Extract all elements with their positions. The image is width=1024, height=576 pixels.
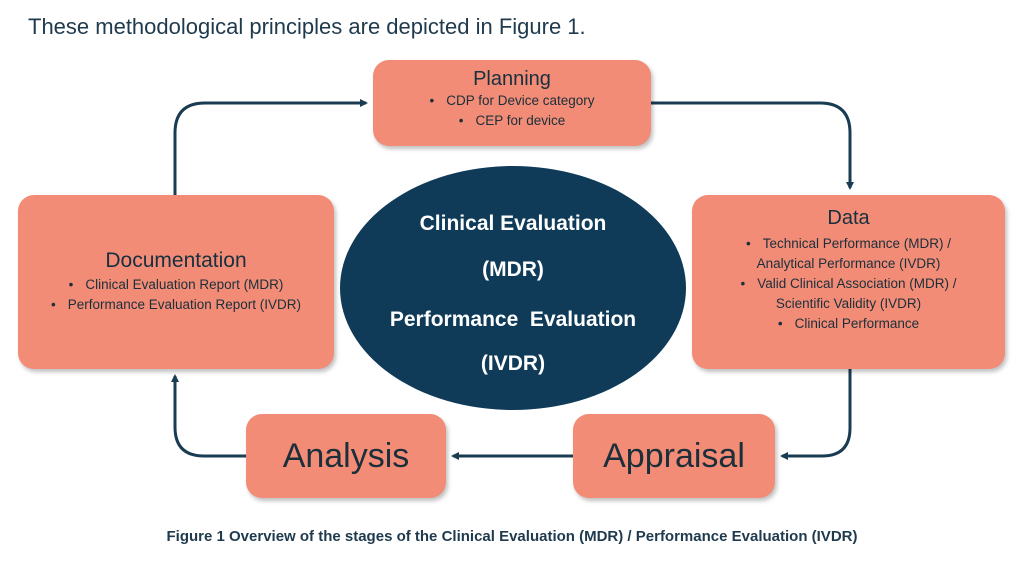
data-item: Valid Clinical Association (MDR) / xyxy=(692,274,1005,294)
center-line-ivdr: (IVDR) xyxy=(480,352,546,375)
data-title: Data xyxy=(827,207,870,229)
documentation-box: Documentation Clinical Evaluation Report… xyxy=(18,195,334,369)
data-item: Clinical Performance xyxy=(692,314,1005,334)
arrow-documentation-to-planning xyxy=(173,99,368,195)
documentation-title: Documentation xyxy=(105,249,247,272)
data-box: Data Technical Performance (MDR) / Analy… xyxy=(692,195,1005,369)
center-line-mdr: (MDR) xyxy=(482,258,544,281)
arrow-planning-to-data xyxy=(651,101,854,190)
planning-item: CEP for device xyxy=(373,111,651,131)
analysis-title: Analysis xyxy=(282,437,410,475)
planning-title: Planning xyxy=(473,68,551,90)
documentation-item: Clinical Evaluation Report (MDR) xyxy=(18,275,334,295)
intro-text: These methodological principles are depi… xyxy=(28,14,586,39)
planning-list: CDP for Device category CEP for device xyxy=(373,91,651,131)
center-line-clinical-evaluation: Clinical Evaluation xyxy=(419,212,607,235)
appraisal-title: Appraisal xyxy=(603,437,745,475)
data-list: Technical Performance (MDR) / Analytical… xyxy=(692,234,1005,334)
data-item-continued: Scientific Validity (IVDR) xyxy=(775,296,922,311)
arrow-data-to-appraisal xyxy=(780,369,852,460)
data-item-continued: Analytical Performance (IVDR) xyxy=(756,256,941,271)
documentation-list: Clinical Evaluation Report (MDR) Perform… xyxy=(18,275,334,315)
analysis-box: Analysis xyxy=(246,414,446,498)
arrow-analysis-to-documentation xyxy=(171,374,246,458)
figure-caption: Figure 1 Overview of the stages of the C… xyxy=(166,528,858,545)
planning-box: Planning CDP for Device category CEP for… xyxy=(373,60,651,146)
planning-item: CDP for Device category xyxy=(373,91,651,111)
appraisal-box: Appraisal xyxy=(573,414,775,498)
center-ellipse: Clinical Evaluation (MDR) Performance Ev… xyxy=(340,166,686,410)
data-item: Technical Performance (MDR) / xyxy=(692,234,1005,254)
documentation-item: Performance Evaluation Report (IVDR) xyxy=(18,295,334,315)
center-line-performance-evaluation: Performance Evaluation xyxy=(389,308,637,331)
